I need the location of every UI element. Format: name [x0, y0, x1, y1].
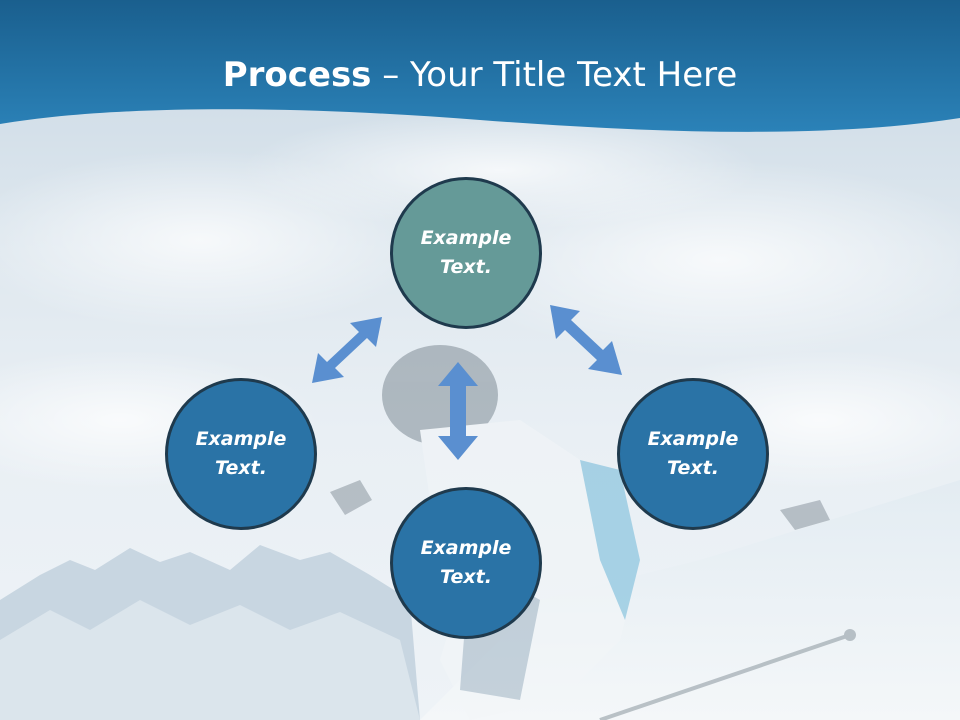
node-bottom-label: Example Text.	[420, 537, 512, 588]
node-bottom[interactable]: Example Text.	[390, 487, 542, 639]
node-top-label: Example Text.	[420, 227, 512, 278]
title-rest: – Your Title Text Here	[371, 55, 738, 95]
node-right[interactable]: Example Text.	[617, 378, 769, 530]
title-bold: Process	[222, 55, 372, 95]
node-right-label: Example Text.	[647, 428, 739, 479]
slide-title: Process – Your Title Text Here	[0, 54, 960, 96]
node-top[interactable]: Example Text.	[390, 177, 542, 329]
node-left-label: Example Text.	[195, 428, 287, 479]
node-left[interactable]: Example Text.	[165, 378, 317, 530]
header-band	[0, 0, 960, 132]
